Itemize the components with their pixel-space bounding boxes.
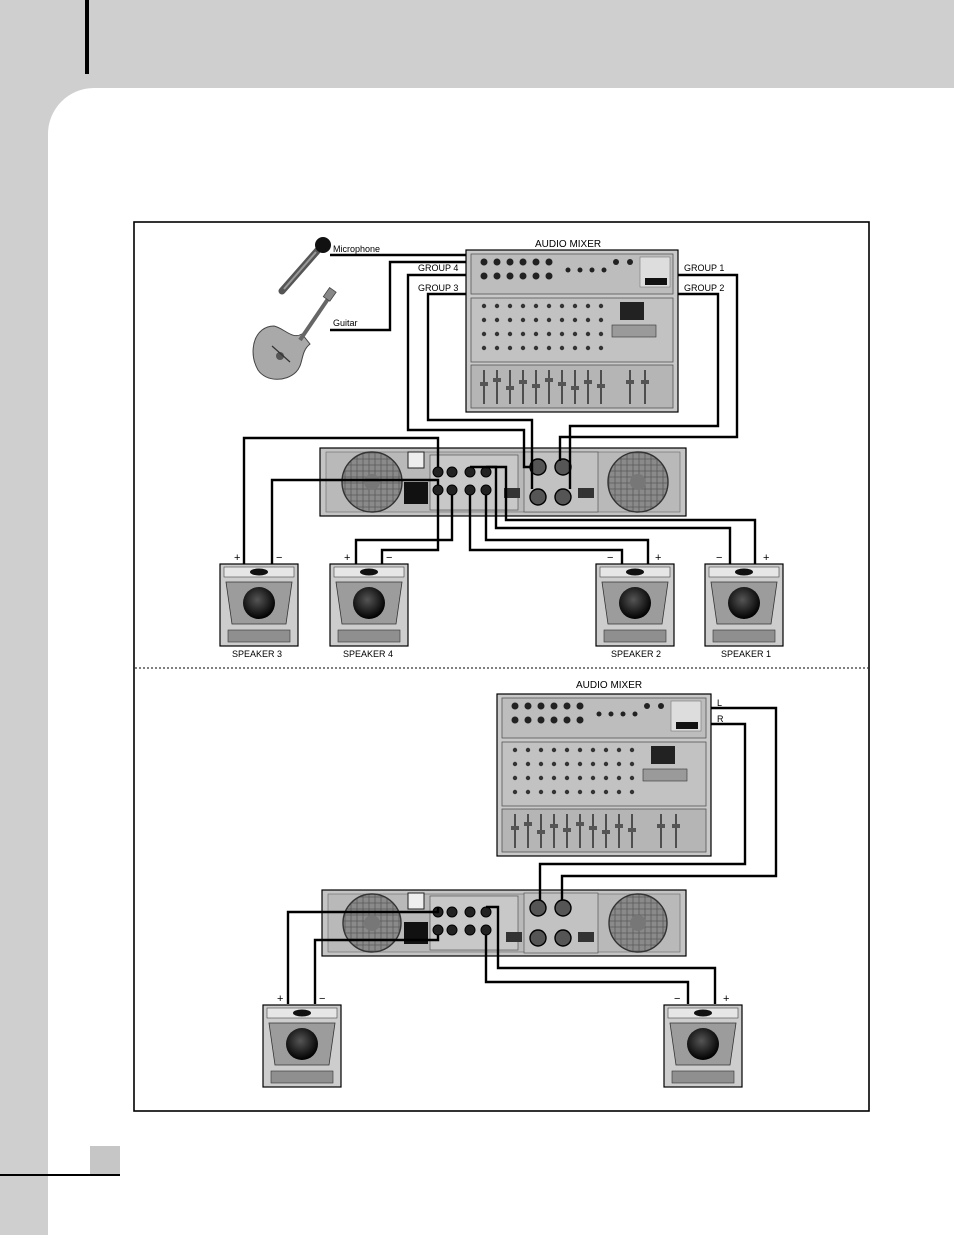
group-4-label: GROUP 4: [418, 263, 458, 273]
speaker-cabinet-icon: [263, 1005, 341, 1087]
polarity-minus: −: [386, 552, 392, 564]
output-left-label: L: [717, 698, 722, 708]
speaker-cabinet-icon: [330, 564, 408, 646]
speaker-cabinet-icon: [664, 1005, 742, 1087]
speaker-1-label: SPEAKER 1: [721, 649, 771, 659]
top-mixer-label: AUDIO MIXER: [535, 239, 601, 250]
polarity-plus: +: [723, 993, 729, 1005]
polarity-plus: +: [763, 552, 769, 564]
speaker-3: SPEAKER 3: [220, 564, 298, 659]
speaker-cabinet-icon: [596, 564, 674, 646]
bottom-power-amplifier: [322, 890, 686, 956]
speaker-4-label: SPEAKER 4: [343, 649, 393, 659]
source-microphone-label: Microphone: [333, 244, 380, 254]
cooling-fan-icon: [342, 452, 402, 512]
polarity-minus: −: [319, 993, 325, 1005]
polarity-plus: +: [277, 993, 283, 1005]
bottom-mixer-label: AUDIO MIXER: [576, 680, 642, 691]
bottom-audio-mixer: [497, 694, 711, 856]
bottom-left-speaker: [263, 1005, 341, 1087]
bottom-right-speaker: [664, 1005, 742, 1087]
guitar-icon: [253, 288, 336, 380]
polarity-plus: +: [655, 552, 661, 564]
polarity-plus: +: [234, 552, 240, 564]
speaker-2-label: SPEAKER 2: [611, 649, 661, 659]
polarity-plus: +: [344, 552, 350, 564]
speaker-2: SPEAKER 2: [596, 564, 674, 659]
microphone-icon: [282, 237, 331, 291]
polarity-minus: −: [716, 552, 722, 564]
group-1-label: GROUP 1: [684, 263, 724, 273]
speaker-1: SPEAKER 1: [705, 564, 783, 659]
group-3-label: GROUP 3: [418, 283, 458, 293]
cooling-fan-icon: [609, 894, 667, 952]
top-power-amplifier: [320, 448, 686, 516]
speaker-4: SPEAKER 4: [330, 564, 408, 659]
polarity-minus: −: [607, 552, 613, 564]
speaker-cabinet-icon: [705, 564, 783, 646]
polarity-minus: −: [276, 552, 282, 564]
polarity-minus: −: [674, 993, 680, 1005]
speaker-3-label: SPEAKER 3: [232, 649, 282, 659]
speaker-cabinet-icon: [220, 564, 298, 646]
cooling-fan-icon: [608, 452, 668, 512]
output-right-label: R: [717, 714, 724, 724]
cooling-fan-icon: [343, 894, 401, 952]
group-2-label: GROUP 2: [684, 283, 724, 293]
top-audio-mixer: [466, 250, 678, 412]
source-guitar-label: Guitar: [333, 318, 358, 328]
